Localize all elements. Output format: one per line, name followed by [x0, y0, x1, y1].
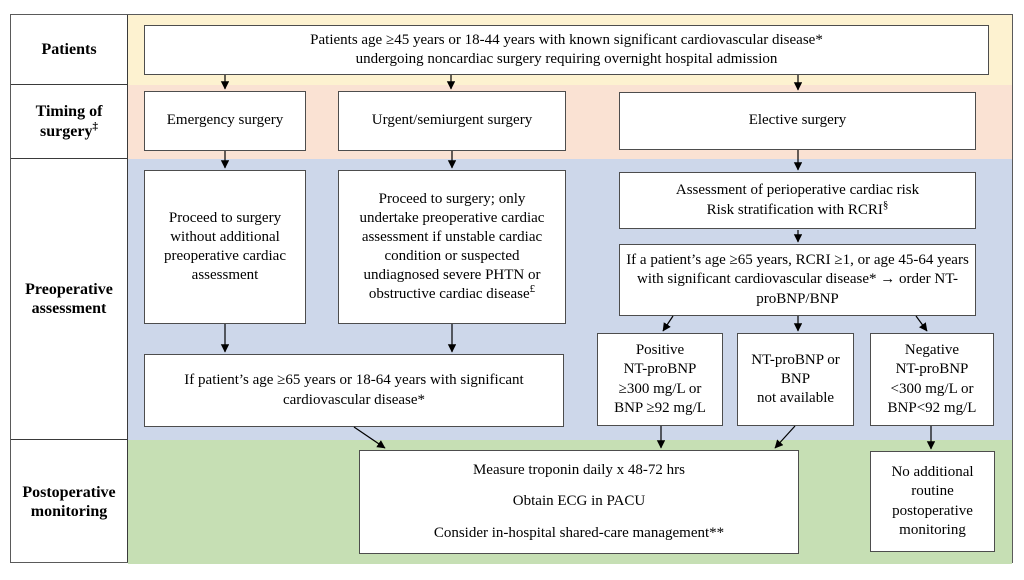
row-label-postop-text: Postoperative monitoring: [22, 483, 116, 520]
rcri-footnote-mark: §: [882, 198, 889, 211]
conditional-footnote-mark: £: [529, 283, 536, 296]
timing-footnote-mark: ‡: [92, 120, 98, 133]
box-urgent-semiurgent-surgery: Urgent/semiurgent surgery: [338, 91, 566, 151]
box-age-65-or-cvd: If patient’s age ≥65 years or 18-64 year…: [144, 354, 564, 427]
row-label-preop-text: Preoperative assessment: [25, 280, 113, 317]
box-elective-surgery: Elective surgery: [619, 92, 976, 150]
box-patient-population: Patients age ≥45 years or 18-44 years wi…: [144, 25, 989, 75]
row-label-patients: Patients: [11, 15, 127, 85]
row-labels-column: Patients Timing of surgery‡ Preoperative…: [11, 15, 128, 562]
box-perioperative-risk-assessment: Assessment of perioperative cardiac risk…: [619, 172, 976, 229]
row-label-preoperative-assessment: Preoperative assessment: [11, 159, 127, 440]
diagram-frame: Patients Timing of surgery‡ Preoperative…: [10, 14, 1013, 564]
box-order-nt-probnp: If a patient’s age ≥65 years, RCRI ≥1, o…: [619, 244, 976, 316]
row-label-postoperative-monitoring: Postoperative monitoring: [11, 440, 127, 564]
row-label-patients-text: Patients: [41, 40, 97, 58]
box-proceed-conditional-assessment: Proceed to surgery; only undertake preop…: [338, 170, 566, 324]
row-label-timing-of-surgery: Timing of surgery‡: [11, 85, 127, 159]
row-label-timing-text: Timing of surgery: [35, 103, 103, 140]
box-emergency-surgery: Emergency surgery: [144, 91, 306, 151]
box-proceed-without-assessment: Proceed to surgery without additional pr…: [144, 170, 306, 324]
